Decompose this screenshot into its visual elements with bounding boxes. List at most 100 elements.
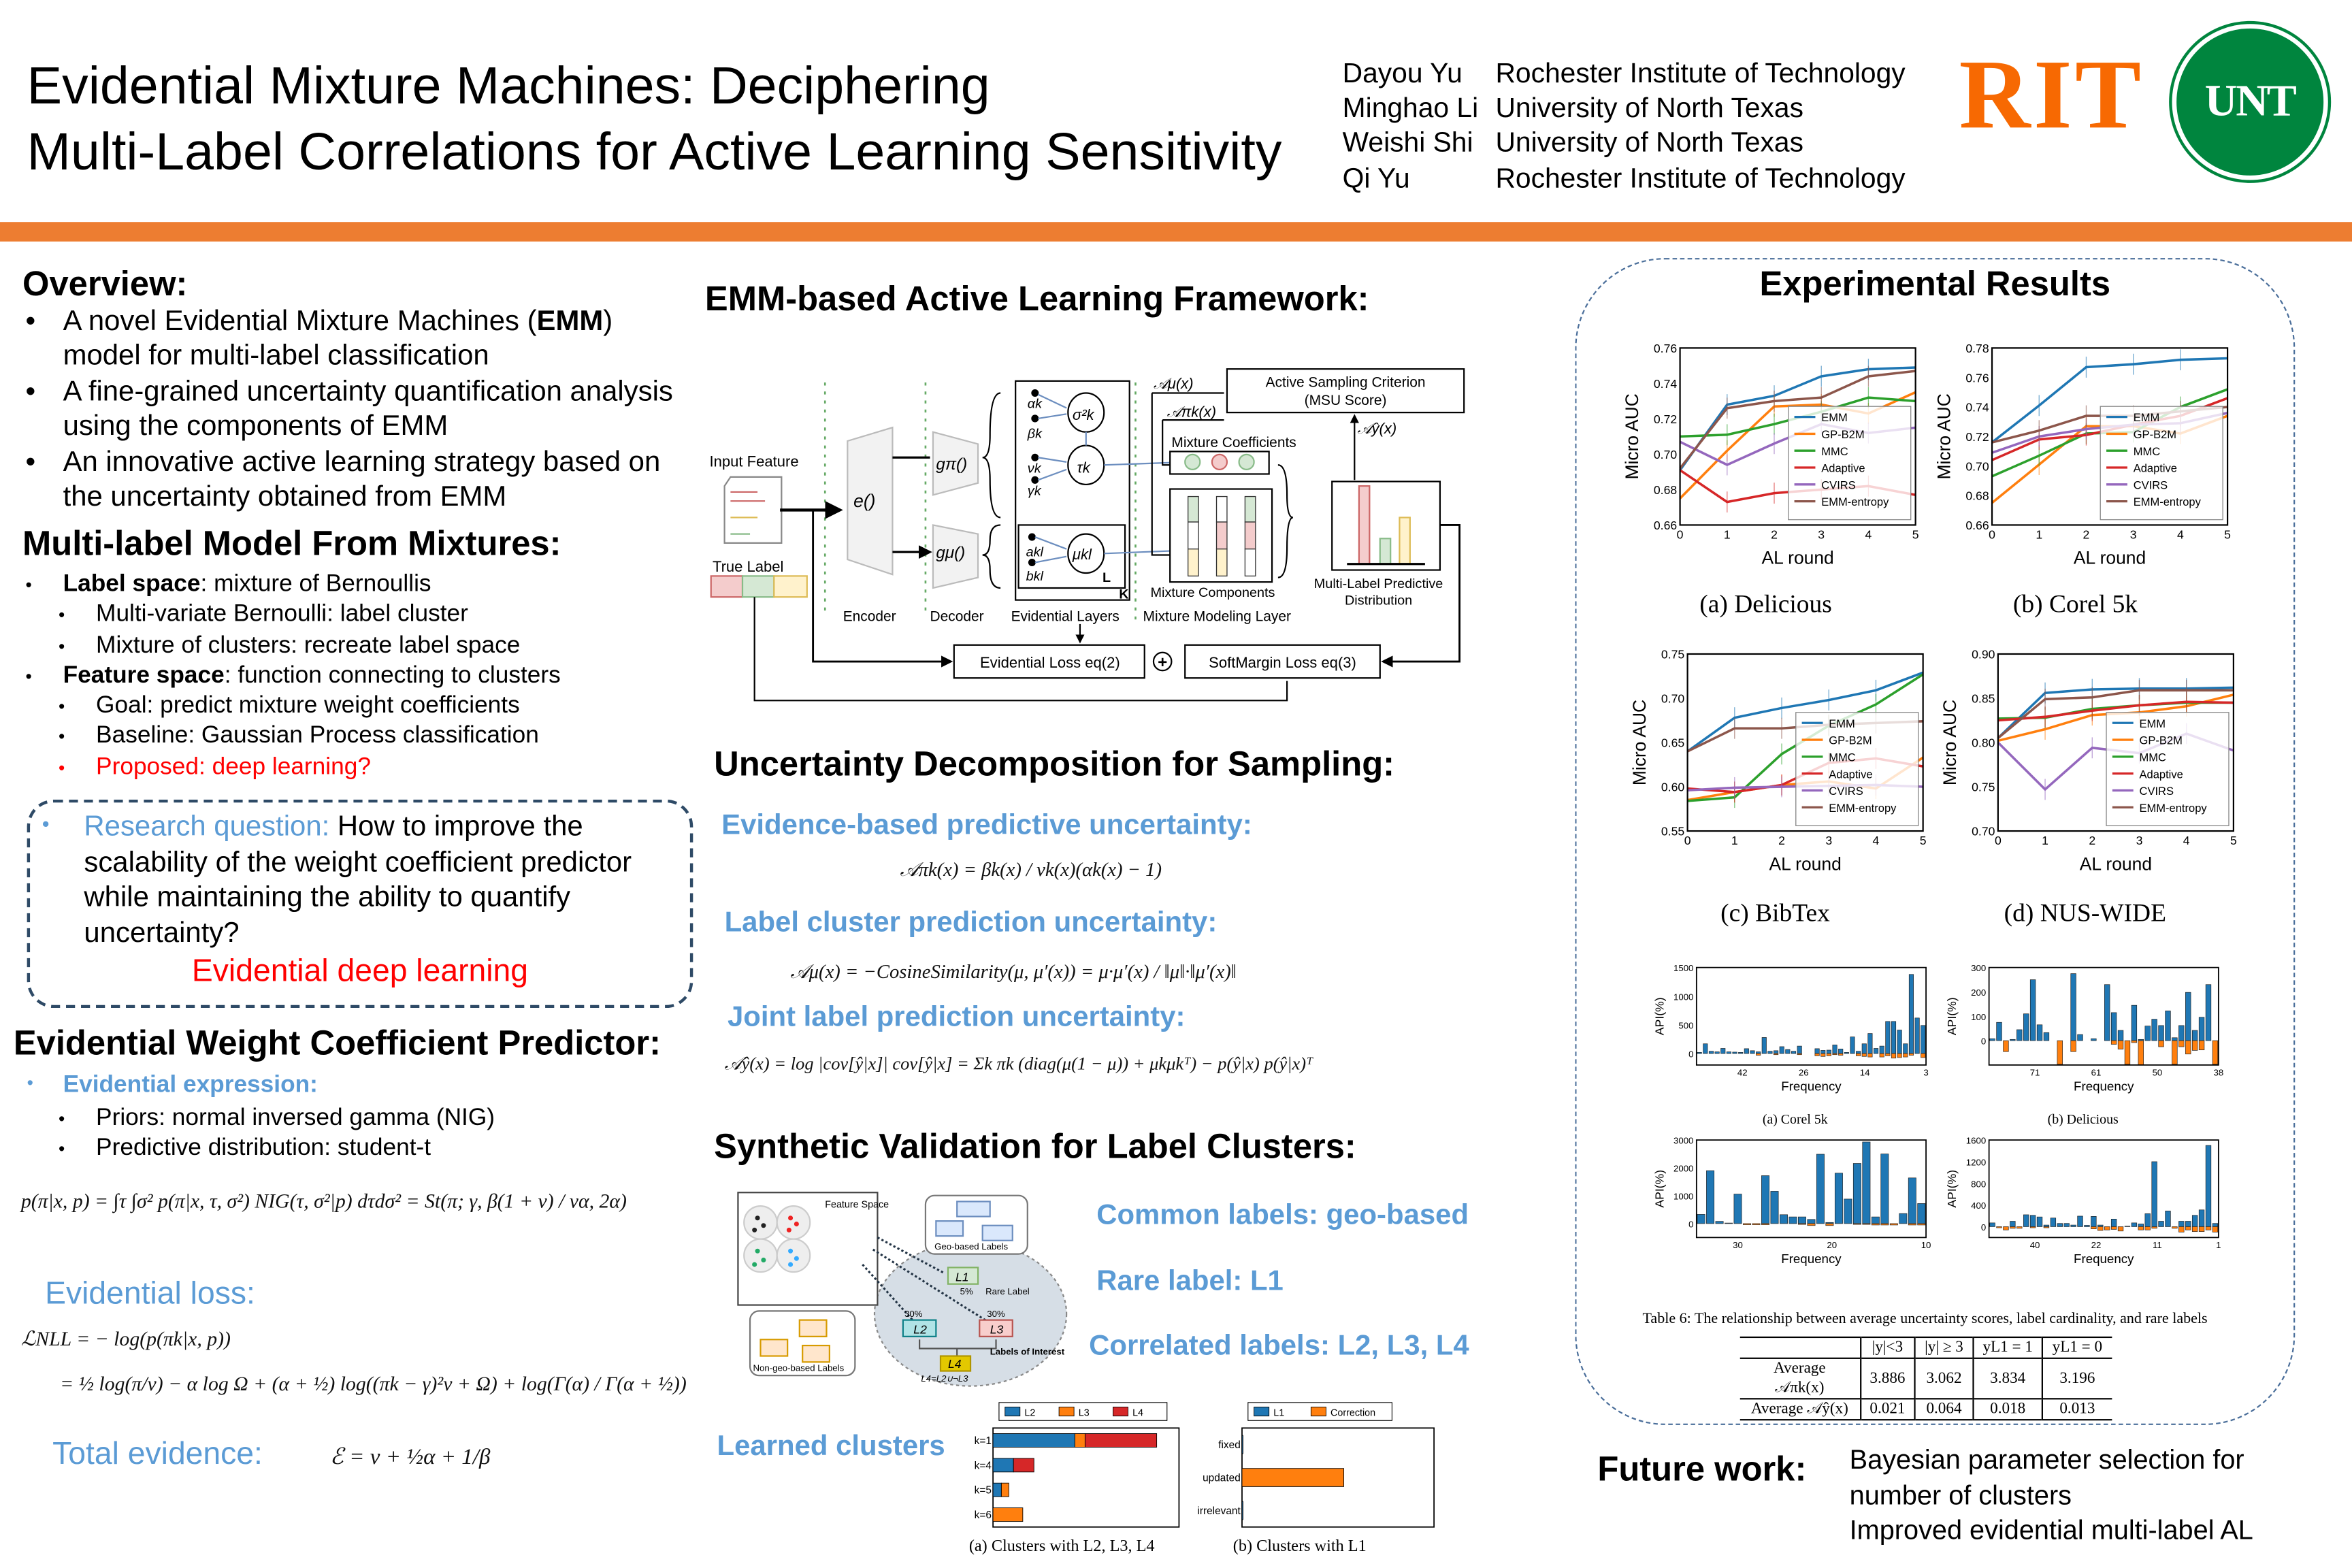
correction-bar [1743,1223,1752,1225]
author-name: Dayou Yu [1342,56,1463,89]
bullet-icon: • [42,811,50,836]
correction-bar [2110,1040,2117,1045]
poster-title-line2: Multi-Label Correlations for Active Lear… [27,122,1282,182]
legend-label: Adaptive [1829,768,1872,781]
joint-uncertainty-formula: 𝒜ŷ(x) = log |cov[ŷ|x]| cov[ŷ|x] = Σk πk … [724,1053,1313,1075]
a-kl: akl [1026,545,1044,560]
series-line-emm [1679,366,1916,471]
x-axis-label: Frequency [2074,1079,2134,1093]
series-line-emm-entropy [1997,689,2234,739]
correction-bar [1891,1053,1897,1059]
unt-logo-text: UNT [2204,76,2297,127]
bar-segment-l4 [1013,1458,1034,1473]
y-tick-label: 0.55 [1661,825,1685,838]
label-space-item: Label space: mixture of Bernoullis [22,570,561,601]
x-axis-label: AL round [2074,548,2146,568]
api-bar [2036,1024,2043,1041]
correction-bar [2178,1226,2185,1232]
legend-label: EMM-entropy [2140,802,2208,815]
results-title: Experimental Results [1759,263,2111,304]
y-tick-label: 0.60 [1661,781,1685,794]
g-mu-shape [932,524,979,589]
synthetic-diagram: Feature Space Geo-based Labels Non-geo-b… [737,1192,1068,1387]
series-line-emm [1686,671,1924,753]
api-bar [2091,1216,2097,1227]
correction-bar [1903,1053,1908,1058]
legend-label: Adaptive [2134,462,2177,475]
category-label: updated [1203,1473,1241,1484]
correction-bar [1861,1053,1867,1057]
y-tick-label: 0 [1981,1036,1986,1047]
api-bar [2138,1224,2144,1227]
api-bar [1852,1163,1861,1224]
api-bar [1756,1051,1761,1054]
coefficient-pills [1184,453,1255,470]
correction-bar [2091,1226,2097,1229]
x-tick-label: 0 [1684,834,1691,847]
correction-bar [2029,1226,2036,1228]
correction-bar [1856,1053,1861,1056]
correction-bar [1885,1053,1891,1056]
x-axis-label: Frequency [1781,1079,1842,1093]
plot-frame [1991,347,2229,526]
api-bar [1770,1191,1779,1224]
api-bar [1725,1222,1733,1224]
api-bar [2043,1224,2050,1227]
api-bar [2178,1221,2185,1227]
correction-bar [1752,1223,1761,1225]
y-tick-label: 0.72 [1654,412,1677,426]
x-tick-label: 1 [2042,834,2048,847]
api-bar [1785,1049,1791,1054]
category-label: k=6 [975,1509,992,1521]
legend-box [998,1402,1168,1421]
correction-bar [1908,1053,1914,1056]
l3-tag [979,1319,1013,1337]
api-bar [2131,1222,2138,1227]
loss-formula-line1: ℒNLL = − log(p(πk|x, p)) [20,1327,231,1350]
api-bar [1862,1141,1871,1224]
plot-frame [1997,653,2235,832]
bar-segment-l3 [1000,1482,1009,1497]
bar-segment-l2 [992,1433,1075,1448]
y-tick-label: 0.76 [1965,371,1989,385]
y-tick-label: 0 [1688,1049,1693,1060]
api-bar [2131,1004,2138,1041]
synthetic-title: Synthetic Validation for Label Clusters: [714,1126,1356,1166]
overview-item: A fine-grained uncertainty quantificatio… [22,375,698,445]
api-bar [1989,1038,1995,1041]
api-bar [1914,1017,1920,1054]
x-tick-label: 1 [1724,527,1731,541]
api-bar [2198,1017,2205,1041]
api-bar [2110,1012,2117,1041]
api-bar [1832,1045,1838,1054]
overview-title: Overview: [22,263,188,304]
true-label-label: True Label [713,558,784,575]
api-bar [1880,1154,1889,1224]
bar-segment-l2 [992,1482,1002,1497]
api-bar [2023,1214,2029,1227]
y-axis-label: API(%) [1945,997,1959,1035]
x-axis-label: AL round [1761,548,1833,568]
x-tick-label: 10 [1921,1240,1931,1250]
future-work-label: Future work: [1597,1449,1807,1488]
beta-k: βk [1027,427,1043,442]
x-tick-label: 0 [1995,834,2002,847]
legend-swatch [1004,1407,1021,1417]
gamma-k: γk [1028,483,1042,498]
correction-bar [2185,1226,2191,1230]
api-bar [2077,1034,2083,1041]
api-bar [2198,1209,2205,1227]
bar-segment-l1 [1241,1435,1243,1454]
correction-bar [1867,1053,1873,1058]
api-bar [1708,1051,1714,1054]
correction-bar [1871,1223,1880,1226]
correction-bar [1756,1053,1761,1056]
api-bar [1761,1175,1769,1224]
y-tick-label: 0.76 [1654,342,1678,355]
predictive-formula: p(π|x, p) = ∫τ ∫σ² p(π|x, τ, σ²) NIG(τ, … [20,1189,627,1212]
correction-bar [1826,1053,1831,1056]
legend-label: GP-B2M [2134,428,2176,441]
